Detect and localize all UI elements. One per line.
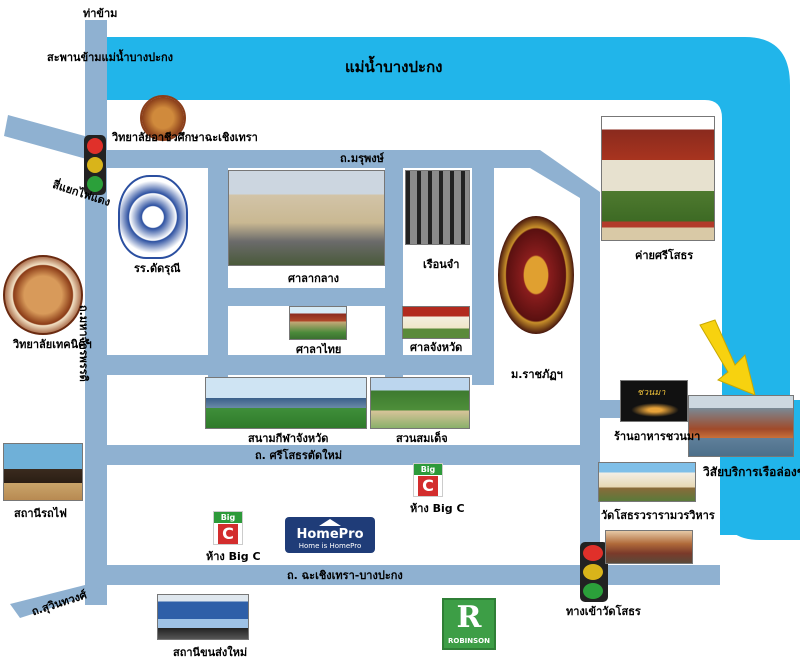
road-sri-sothorn (100, 445, 600, 465)
robinson-logo: R ROBINSON (442, 598, 496, 650)
court-photo (228, 170, 385, 266)
tech-college-seal-icon (3, 255, 83, 335)
sala-thai-photo (289, 306, 347, 340)
label-college-ag: วิทยาลัยอาชีวศึกษาฉะเชิงเทรา (112, 131, 258, 144)
road-inner-1 (208, 150, 228, 385)
road-suwinthawong (10, 585, 107, 618)
label-wat: วัดโสธรวรารามวรวิหาร (601, 509, 715, 522)
label-rd-maha-chakkraphat: ถ.มหาจักรพรรดิ (77, 305, 90, 382)
label-rajabhat: ม.ราชภัฏฯ (511, 368, 563, 381)
label-river: แม่น้ำบางปะกง (345, 58, 443, 76)
homepro-logo: HomePro Home is HomePro (285, 517, 375, 553)
train-photo (3, 443, 83, 501)
river (100, 37, 790, 400)
label-rd-chachoengsao: ถ. ฉะเชิงเทรา-บางปะกง (287, 569, 403, 582)
label-bus-station: สถานีขนส่งใหม่ (173, 646, 248, 659)
label-rd-sri-sothorn: ถ. ศรีโสธรตัดใหม่ (255, 449, 342, 462)
prison-photo (405, 170, 470, 245)
label-stadium: สนามกีฬาจังหวัด (248, 432, 329, 445)
big-c-letter: C (418, 476, 438, 496)
homepro-name: HomePro (296, 527, 364, 542)
homepro-roof-icon (319, 519, 341, 526)
label-tech-college: วิทยาลัยเทคนิคฯ (13, 338, 92, 351)
road-network (4, 20, 720, 618)
big-c-word: Big (414, 464, 442, 475)
traffic-light-icon (580, 542, 608, 602)
bus-photo (157, 594, 249, 640)
park-photo (370, 377, 470, 429)
label-wat-entrance: ทางเข้าวัดโสธร (566, 605, 641, 618)
yellow-arrow-icon (699, 319, 756, 396)
label-court: ศาลากลาง (288, 272, 340, 285)
big-c-logo-icon: Big C (413, 463, 443, 497)
big-c-word: Big (214, 512, 242, 523)
label-prison: เรือนจำ (423, 258, 460, 271)
label-bridge: สะพานข้ามแม่น้ำบางปะกง (47, 51, 174, 64)
label-train-station: สถานีรถไฟ (14, 507, 67, 520)
label-tha-kham: ท่าข้าม (83, 7, 118, 20)
big-c-logo-icon: Big C (213, 511, 243, 545)
wat-gate-photo (605, 530, 693, 564)
label-big-c-1: ห้าง Big C (410, 502, 465, 515)
boat-photo (688, 395, 794, 457)
label-rd-maruphong: ถ.มรุพงษ์ (340, 152, 384, 165)
road-h-288 (208, 288, 403, 306)
road-inner-3 (472, 150, 494, 385)
school-seal-icon (118, 175, 188, 259)
restaurant-photo: ชวนมา (620, 380, 688, 422)
label-sala-thai: ศาลาไทย (296, 343, 342, 356)
label-restaurant: ร้านอาหารชวนมา (614, 430, 701, 443)
label-boat-service: วิสัยบริการเรือล่องชมวัด (703, 465, 800, 479)
road-h-355 (100, 355, 490, 375)
road-diagonal-north (4, 115, 92, 160)
college-ag-seal-icon (140, 95, 186, 141)
label-park: สวนสมเด็จ (396, 432, 448, 445)
label-camp: ค่ายศรีโสธร (635, 249, 694, 262)
road-inner-2 (385, 150, 403, 385)
label-school: รร.ดัดรุณี (134, 262, 181, 275)
traffic-light-icon (84, 135, 106, 195)
homepro-slogan: Home is HomePro (298, 542, 362, 550)
label-big-c-2: ห้าง Big C (206, 550, 261, 563)
stadium-photo (205, 377, 367, 429)
road-chachoengsao (100, 565, 720, 585)
road-inner-4 (580, 195, 600, 575)
robinson-name: ROBINSON (448, 637, 490, 645)
camp-photo (601, 116, 715, 241)
wat-photo (598, 462, 696, 502)
label-provincial-court: ศาลจังหวัด (410, 341, 463, 354)
restaurant-light (631, 403, 679, 417)
rajabhat-seal-icon (498, 216, 574, 334)
robinson-letter: R (456, 600, 482, 635)
big-c-letter: C (218, 524, 238, 544)
provincial-court-photo (402, 306, 470, 339)
restaurant-sign: ชวนมา (637, 388, 666, 398)
